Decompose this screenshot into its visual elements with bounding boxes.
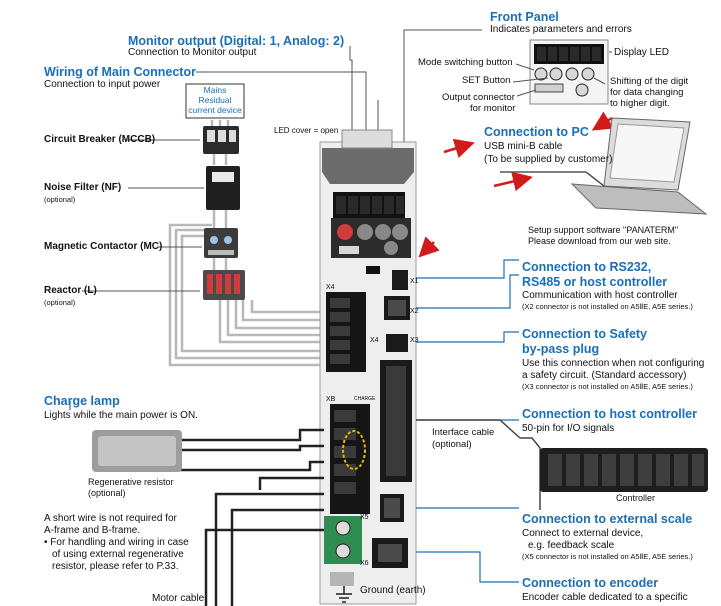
interface-cable-optional: (optional) — [432, 439, 472, 450]
reactor-icon — [203, 270, 245, 300]
x4b-label: X4 — [370, 337, 379, 344]
shift-digit-label-1: Shifting of the digit — [610, 76, 689, 87]
ground-symbol — [336, 586, 352, 603]
short-wire-line-1: A short wire is not required for — [44, 513, 177, 524]
rs232-desc: Communication with host controller — [522, 290, 678, 301]
charge-label: CHARGE — [354, 396, 376, 402]
pointer-arrows — [418, 111, 615, 258]
controller-label: Controller — [616, 493, 656, 503]
output-connector-label: Output connector — [442, 92, 515, 103]
encoder-title: Connection to encoder — [522, 576, 659, 590]
magnetic-contactor-icon — [204, 228, 238, 258]
external-scale-line-2: e.g. feedback scale — [528, 540, 615, 551]
short-wire-line-4: of using external regenerative — [52, 549, 184, 560]
external-scale-title: Connection to external scale — [522, 512, 693, 526]
laptop-icon — [500, 117, 708, 215]
component-leaders — [82, 139, 204, 292]
pc-connection-title: Connection to PC — [484, 125, 589, 139]
current-device-label: current device — [188, 105, 242, 115]
safety-line-1: Use this connection when not configuring — [522, 358, 705, 369]
front-panel-leaders — [512, 51, 612, 97]
main-connector-title: Wiring of Main Connector — [44, 65, 196, 79]
pc-usb-label: USB mini-B cable — [484, 141, 563, 152]
power-wiring — [168, 120, 325, 367]
set-button-label: SET Button — [462, 75, 511, 86]
mode-button-label: Mode switching button — [418, 57, 513, 68]
x2-label: X2 — [410, 308, 419, 315]
motor-cable-label: Motor cable — [152, 593, 205, 604]
servo-amplifier — [319, 129, 417, 605]
short-wire-line-2: A-frame and B-frame. — [44, 525, 141, 536]
xb-label: XB — [326, 396, 336, 403]
download-label: Please download from our web site. — [528, 236, 671, 246]
x3-label: X3 — [410, 337, 419, 344]
display-led-label: Display LED — [614, 47, 670, 58]
regenerative-resistor-icon — [92, 430, 182, 472]
x1-label: X1 — [410, 278, 419, 285]
external-scale-note: (X5 connector is not installed on A5ⅡE, … — [522, 552, 693, 561]
x6-label: X6 — [360, 560, 369, 567]
panaterm-label: Setup support software "PANATERM" — [528, 225, 679, 235]
short-wire-line-5: resistor, please refer to P.33. — [52, 561, 179, 572]
residual-label: Residual — [198, 95, 232, 105]
pc-customer-label: (To be supplied by customer) — [484, 154, 613, 165]
monitor-output-title: Monitor output (Digital: 1, Analog: 2) — [128, 34, 345, 48]
external-scale-line-1: Connect to external device, — [522, 528, 644, 539]
main-connector-desc: Connection to input power — [44, 79, 161, 90]
output-connector-sub: for monitor — [470, 103, 516, 114]
controller-icon — [416, 419, 708, 510]
charge-lamp-title: Charge lamp — [44, 394, 120, 408]
host-controller-title: Connection to host controller — [522, 407, 697, 421]
host-controller-desc: 50-pin for I/O signals — [522, 423, 615, 434]
safety-note: (X3 connector is not installed on A5ⅡE, … — [522, 382, 693, 391]
noise-filter-icon — [206, 166, 240, 210]
encoder-desc: Encoder cable dedicated to a specific — [522, 592, 688, 603]
rs232-note: (X2 connector is not installed on A5ⅡE, … — [522, 302, 693, 311]
charge-lamp-desc: Lights while the main power is ON. — [44, 410, 198, 421]
reactor-label: Reactor (L) — [44, 285, 97, 296]
rs232-title-2: RS485 or host controller — [522, 275, 668, 289]
reactor-optional: (optional) — [44, 298, 76, 307]
front-panel-desc: Indicates parameters and errors — [490, 24, 632, 35]
interface-cable-label: Interface cable — [432, 427, 495, 438]
mains-box — [185, 83, 245, 119]
x4a-label: X4 — [326, 284, 335, 291]
short-wire-line-3: • For handling and wiring in case — [44, 537, 189, 548]
motor-wiring — [180, 428, 324, 606]
regenerative-resistor-optional: (optional) — [88, 488, 126, 498]
front-panel-title: Front Panel — [490, 10, 559, 24]
shift-digit-label-2: for data changing — [610, 87, 684, 98]
x5-label: X5 — [360, 514, 369, 521]
circuit-breaker-icon — [203, 126, 239, 154]
magnetic-contactor-label: Magnetic Contactor (MC) — [44, 241, 163, 252]
ground-label: Ground (earth) — [360, 585, 426, 596]
front-panel-detail — [529, 39, 609, 105]
regenerative-resistor-label: Regenerative resistor — [88, 477, 174, 487]
noise-filter-label: Noise Filter (NF) — [44, 182, 122, 193]
charge-lamp-highlight — [342, 430, 366, 470]
safety-title-1: Connection to Safety — [522, 327, 648, 341]
rs232-title-1: Connection to RS232, — [522, 260, 652, 274]
shift-digit-label-3: to higher digit. — [610, 98, 670, 109]
mains-label: Mains — [203, 85, 227, 95]
safety-line-2: a safety circuit. (Standard accessory) — [522, 370, 687, 381]
right-callouts — [69, 259, 519, 583]
led-cover-label: LED cover = open — [274, 126, 339, 135]
monitor-output-desc: Connection to Monitor output — [128, 47, 257, 58]
safety-title-2: by-pass plug — [522, 342, 600, 356]
noise-filter-optional: (optional) — [44, 195, 76, 204]
mccb-label: Circuit Breaker (MCCB) — [44, 134, 156, 145]
